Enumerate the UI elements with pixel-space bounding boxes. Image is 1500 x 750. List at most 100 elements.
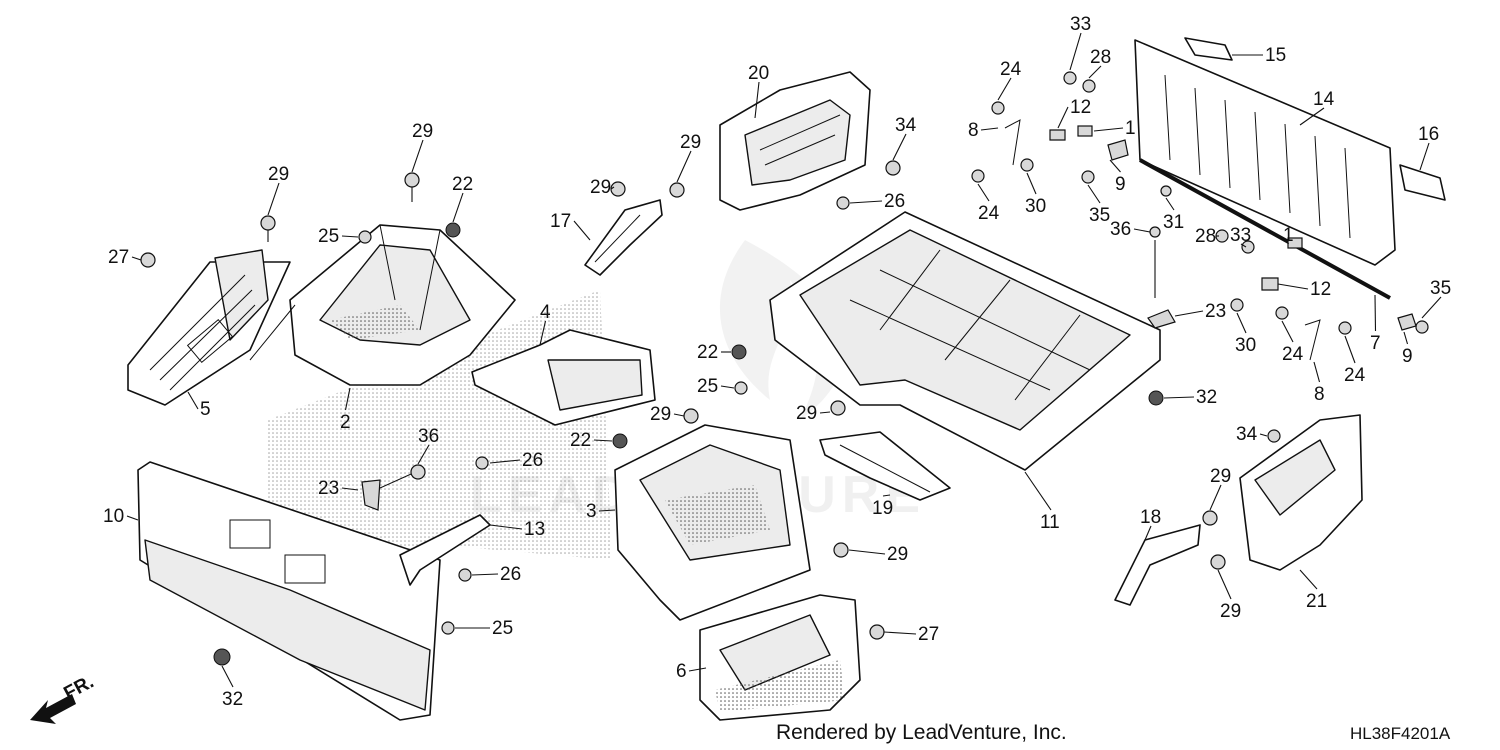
callout-part-11[interactable]: 11 <box>1040 512 1060 533</box>
callout-part-29[interactable]: 29 <box>796 403 817 424</box>
callout-part-13[interactable]: 13 <box>524 519 545 540</box>
part-3-floor-tub[interactable] <box>614 424 811 621</box>
callout-part-35[interactable]: 35 <box>1089 205 1110 226</box>
part-16-latch[interactable] <box>1399 164 1446 201</box>
callout-part-12[interactable]: 12 <box>1070 97 1091 118</box>
callout-leader <box>1299 107 1325 126</box>
callout-part-14[interactable]: 14 <box>1313 89 1335 110</box>
callout-part-21[interactable]: 21 <box>1306 591 1327 612</box>
callout-part-9[interactable]: 9 <box>1115 174 1126 195</box>
callout-part-1[interactable]: 1 <box>1283 225 1294 246</box>
callout-part-24[interactable]: 24 <box>1000 59 1022 80</box>
part-11-bed-floor[interactable] <box>769 211 1161 471</box>
callout-part-16[interactable]: 16 <box>1418 124 1439 145</box>
bolt-26-c <box>458 568 472 582</box>
part-19-bracket[interactable] <box>819 431 951 501</box>
callout-part-36[interactable]: 36 <box>418 426 439 447</box>
callout-part-2[interactable]: 2 <box>340 412 351 433</box>
callout-part-25[interactable]: 25 <box>492 618 513 639</box>
callout-part-27[interactable]: 27 <box>918 624 939 645</box>
callout-part-33[interactable]: 33 <box>1070 14 1091 35</box>
callout-part-26[interactable]: 26 <box>522 450 543 471</box>
footer-credit: Rendered by LeadVenture, Inc. <box>776 721 1067 744</box>
callout-leader <box>1144 525 1152 541</box>
clip-29-c <box>610 181 626 197</box>
callout-part-22[interactable]: 22 <box>452 174 473 195</box>
callout-part-4[interactable]: 4 <box>540 302 551 323</box>
front-arrow-icon <box>30 694 76 724</box>
callout-part-35[interactable]: 35 <box>1430 278 1451 299</box>
callout-part-34[interactable]: 34 <box>895 115 917 136</box>
callout-leader <box>754 81 760 119</box>
callout-part-24[interactable]: 24 <box>1282 344 1304 365</box>
callout-part-26[interactable]: 26 <box>884 191 905 212</box>
part-7-rod[interactable] <box>1139 158 1391 300</box>
front-indicator: FR. <box>30 672 97 724</box>
callout-part-28[interactable]: 28 <box>1090 47 1111 68</box>
callout-part-29[interactable]: 29 <box>887 544 908 565</box>
callout-part-32[interactable]: 32 <box>222 689 243 710</box>
callout-part-20[interactable]: 20 <box>748 63 769 84</box>
callout-part-23[interactable]: 23 <box>1205 301 1226 322</box>
part-5-side-panel[interactable] <box>127 249 291 406</box>
callout-leader <box>1026 172 1037 195</box>
callout-part-29[interactable]: 29 <box>680 132 701 153</box>
callout-part-30[interactable]: 30 <box>1025 196 1046 217</box>
callout-part-22[interactable]: 22 <box>570 430 591 451</box>
callout-part-8[interactable]: 8 <box>1314 384 1325 405</box>
callout-part-27[interactable]: 27 <box>108 247 129 268</box>
callout-part-3[interactable]: 3 <box>586 501 597 522</box>
part-6-side-panel[interactable] <box>699 594 861 721</box>
callout-part-29[interactable]: 29 <box>412 121 433 142</box>
callout-part-24[interactable]: 24 <box>1344 365 1366 386</box>
callout-leader <box>1057 106 1069 129</box>
part-20-panel[interactable] <box>719 71 871 211</box>
callout-part-33[interactable]: 33 <box>1230 225 1251 246</box>
callout-part-25[interactable]: 25 <box>318 226 339 247</box>
clip-9-b <box>1397 313 1417 331</box>
callout-part-17[interactable]: 17 <box>550 211 571 232</box>
callout-part-12[interactable]: 12 <box>1310 279 1331 300</box>
part-17-bracket[interactable] <box>584 199 663 276</box>
bolt-24-a <box>991 101 1005 115</box>
part-10-front-panel[interactable] <box>137 461 441 721</box>
callout-part-32[interactable]: 32 <box>1196 387 1217 408</box>
part-4-floor-cover[interactable] <box>471 329 656 426</box>
callout-part-7[interactable]: 7 <box>1370 333 1381 354</box>
callout-part-25[interactable]: 25 <box>697 376 718 397</box>
part-15-latch[interactable] <box>1184 37 1233 61</box>
callout-part-36[interactable]: 36 <box>1110 219 1131 240</box>
callout-leader <box>1217 569 1232 600</box>
callout-part-26[interactable]: 26 <box>500 564 521 585</box>
callout-part-30[interactable]: 30 <box>1235 335 1256 356</box>
callout-leader <box>489 459 521 464</box>
part-14-tailgate[interactable] <box>1134 39 1396 266</box>
part-2-floor-tub[interactable] <box>249 224 516 386</box>
callout-part-29[interactable]: 29 <box>1210 466 1231 487</box>
callout-part-8[interactable]: 8 <box>968 120 979 141</box>
callout-part-19[interactable]: 19 <box>872 498 893 519</box>
callout-part-31[interactable]: 31 <box>1163 212 1184 233</box>
part-21-side-panel[interactable] <box>1239 414 1363 571</box>
callout-part-1[interactable]: 1 <box>1125 118 1136 139</box>
bolt-30-a <box>1020 158 1034 172</box>
callout-part-29[interactable]: 29 <box>590 177 611 198</box>
callout-part-22[interactable]: 22 <box>697 342 718 363</box>
part-18-bracket[interactable] <box>1114 524 1201 606</box>
callout-part-28[interactable]: 28 <box>1195 226 1216 247</box>
callout-part-23[interactable]: 23 <box>318 478 339 499</box>
callout-part-24[interactable]: 24 <box>978 203 1000 224</box>
part-13-bracket[interactable] <box>399 514 491 586</box>
callout-part-29[interactable]: 29 <box>650 404 671 425</box>
callout-part-10[interactable]: 10 <box>103 506 124 527</box>
callout-part-5[interactable]: 5 <box>200 399 211 420</box>
callout-leader <box>1344 335 1356 364</box>
bolt-27-a <box>140 252 156 268</box>
callout-part-29[interactable]: 29 <box>268 164 289 185</box>
callout-part-34[interactable]: 34 <box>1236 424 1258 445</box>
callout-part-6[interactable]: 6 <box>676 661 687 682</box>
callout-part-18[interactable]: 18 <box>1140 507 1161 528</box>
callout-part-29[interactable]: 29 <box>1220 601 1241 622</box>
callout-part-15[interactable]: 15 <box>1265 45 1286 66</box>
callout-part-9[interactable]: 9 <box>1402 346 1413 367</box>
